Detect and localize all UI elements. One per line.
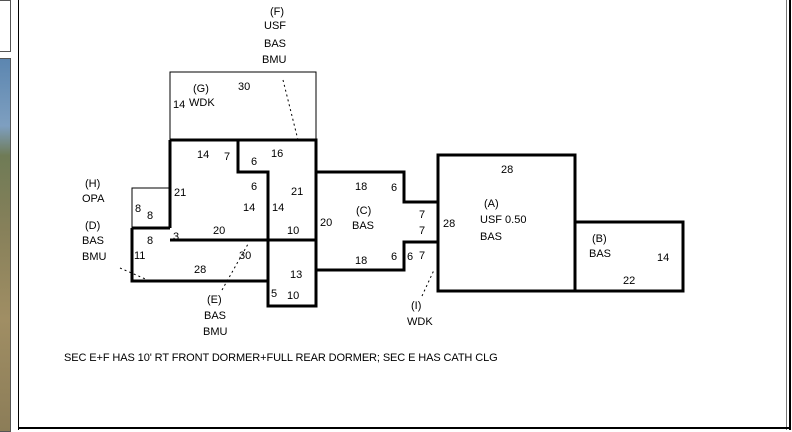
dim-main-small-3: 3	[173, 231, 179, 243]
section-f-outline	[168, 138, 318, 308]
section-c-dim-notch1: 7	[419, 209, 425, 221]
section-g-dim-top: 30	[238, 81, 250, 93]
frame-divider	[18, 0, 19, 430]
section-g-id: (G)	[193, 83, 209, 95]
section-b-code: BAS	[589, 248, 611, 260]
section-f-line2: BAS	[264, 38, 286, 50]
section-c-dim-notch2: 7	[419, 225, 425, 237]
section-a-id: (A)	[484, 198, 499, 210]
leader-i	[421, 269, 435, 297]
sketch-note: SEC E+F HAS 10' RT FRONT DORMER+FULL REA…	[64, 352, 498, 364]
dim-main-top-16: 16	[271, 148, 283, 160]
section-c-outline	[316, 170, 438, 272]
section-i-dim-left: 6	[407, 251, 413, 263]
section-f-line3: BMU	[262, 54, 287, 66]
dim-e-13: 13	[290, 269, 302, 281]
section-a-line1: USF 0.50	[480, 214, 526, 226]
dim-main-inner-10: 10	[287, 225, 299, 237]
frame-right-border	[789, 0, 791, 430]
leader-e	[221, 243, 249, 291]
section-i-code: WDK	[407, 316, 433, 328]
section-d-dim-top: 8	[147, 235, 153, 247]
section-e-line1: BAS	[204, 310, 226, 322]
section-i-dim-right: 7	[419, 250, 425, 262]
section-f-line1: USF	[264, 20, 286, 32]
frame-bottom-border	[18, 427, 789, 429]
frame-right-inner-border	[786, 0, 787, 430]
section-h-code: OPA	[82, 193, 105, 205]
dim-main-right-21: 21	[291, 186, 303, 198]
section-c-id: (C)	[356, 205, 371, 217]
section-c-dim-bottom: 18	[355, 255, 367, 267]
dim-e-30: 30	[239, 250, 251, 262]
dim-e-5: 5	[271, 288, 277, 300]
section-c-code: BAS	[352, 220, 374, 232]
section-h-dim-left: 8	[135, 203, 141, 215]
section-g-dim-left: 14	[173, 99, 185, 111]
section-g-code: WDK	[189, 97, 215, 109]
section-h-outline	[131, 187, 170, 228]
dim-main-inner-14a: 14	[243, 202, 255, 214]
left-thumbnail-box[interactable]	[0, 0, 11, 52]
section-a-dim-top: 28	[501, 164, 513, 176]
section-b-outline	[575, 220, 685, 293]
section-b-id: (B)	[592, 233, 607, 245]
section-b-dim-bottom: 22	[623, 275, 635, 287]
dim-main-inner-14b: 14	[272, 202, 284, 214]
dim-main-top-14: 14	[197, 149, 209, 161]
left-panel	[0, 0, 18, 432]
dim-main-left-21: 21	[174, 187, 186, 199]
dim-main-top-7: 7	[224, 151, 230, 163]
section-c-dim-step-top: 6	[391, 182, 397, 194]
section-h-id: (H)	[85, 178, 100, 190]
dim-main-inner-6: 6	[251, 181, 257, 193]
section-a-line2: BAS	[480, 231, 502, 243]
section-d-outline	[130, 226, 316, 283]
section-d-dim-bottom: 28	[194, 264, 206, 276]
section-c-dim-step-bottom: 6	[391, 251, 397, 263]
section-e-id: (E)	[207, 294, 222, 306]
section-b-dim-right: 14	[657, 252, 669, 264]
dim-main-bottom-20: 20	[213, 225, 225, 237]
section-d-line1: BAS	[82, 235, 104, 247]
section-d-line2: BMU	[82, 251, 107, 263]
section-d-id: (D)	[85, 220, 100, 232]
section-c-dim-left: 20	[320, 217, 332, 229]
leader-f	[282, 79, 299, 141]
section-i-id: (I)	[411, 300, 421, 312]
section-e-line2: BMU	[203, 326, 228, 338]
section-f-id: (F)	[270, 6, 284, 18]
dim-main-notch-6: 6	[251, 156, 257, 168]
section-a-dim-left: 28	[443, 218, 455, 230]
leader-d	[119, 267, 151, 282]
section-c-dim-top: 18	[355, 181, 367, 193]
dim-e-10: 10	[287, 290, 299, 302]
section-h-dim-right: 8	[147, 210, 153, 222]
section-d-dim-left: 11	[134, 250, 145, 262]
